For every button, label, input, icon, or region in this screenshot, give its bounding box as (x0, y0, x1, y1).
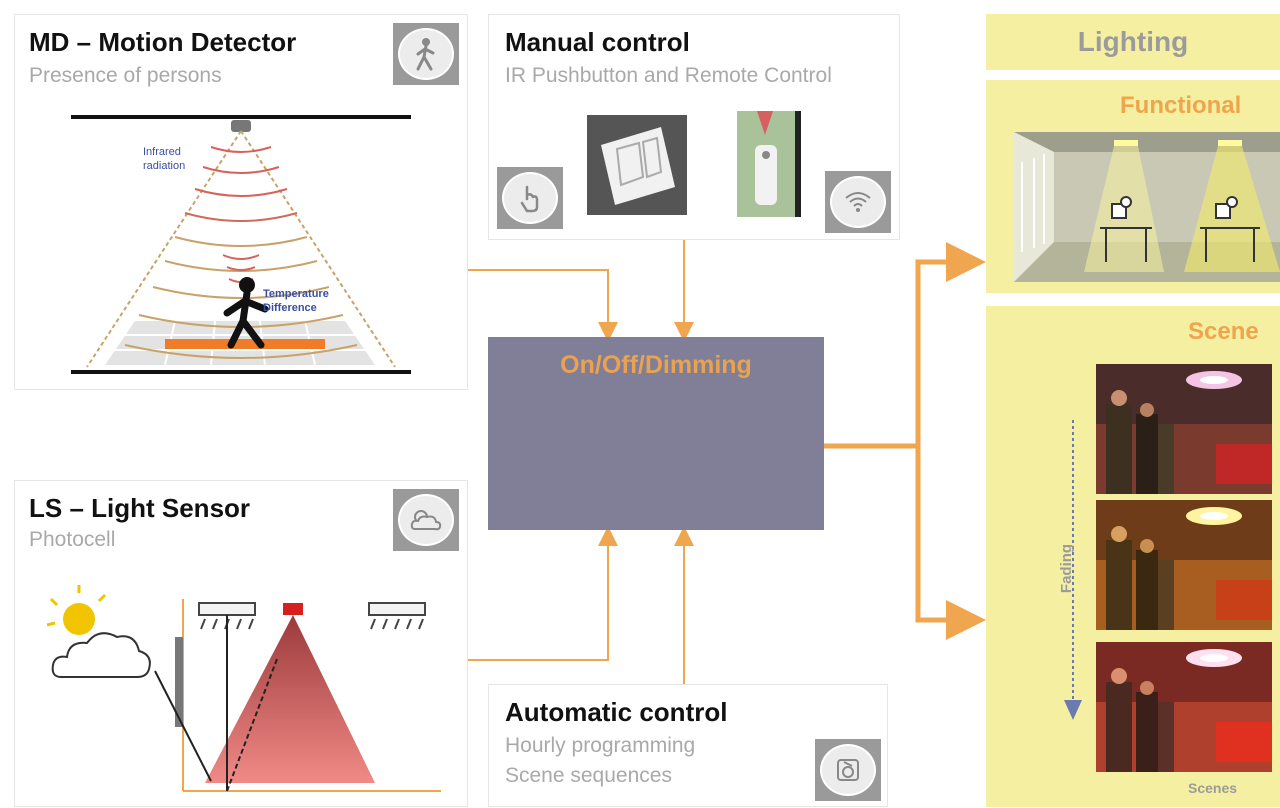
manual-control-subtitle: IR Pushbutton and Remote Control (505, 64, 832, 87)
functional-label: Functional (1120, 92, 1242, 119)
light-sensor-panel: LS – Light Sensor Photocell (14, 480, 468, 807)
arrow-md-to-central (468, 269, 618, 342)
automatic-control-line2: Scene sequences (505, 764, 672, 787)
arrow-to-functional (915, 242, 986, 446)
functional-office-image (1014, 132, 1280, 282)
walking-person-icon (398, 28, 454, 80)
light-sensor-icon-box (393, 489, 459, 551)
automatic-control-panel: Automatic control Hourly programming Sce… (488, 684, 888, 807)
sun-cloud-icon (46, 585, 151, 678)
motion-detector-panel: MD – Motion Detector Presence of persons (14, 14, 468, 390)
luminaire-icons (198, 602, 426, 630)
temperature-difference-label: Temperature Difference (263, 288, 329, 314)
automatic-control-line1: Hourly programming (505, 734, 696, 757)
wall-switch-image (587, 115, 687, 215)
pushbutton-icon-box (497, 167, 563, 229)
scene-photo-3 (1096, 642, 1272, 772)
automatic-control-icon-box (815, 739, 881, 801)
hand-pointer-icon (502, 172, 558, 224)
person-icon (223, 277, 269, 349)
automatic-control-title: Automatic control (505, 697, 728, 727)
wireless-signal-icon (830, 176, 886, 228)
cloud-sun-icon (398, 494, 454, 546)
motion-detector-title: MD – Motion Detector (29, 27, 297, 57)
lighting-title: Lighting (986, 14, 1280, 70)
scene-label: Scene (1188, 318, 1259, 345)
motion-detector-subtitle: Presence of persons (29, 64, 222, 87)
motion-detector-illustration (71, 115, 411, 374)
functional-lighting-panel: Functional (986, 80, 1280, 293)
ir-signal-icon-box (825, 171, 891, 233)
light-sensor-title: LS – Light Sensor (29, 493, 251, 523)
clock-programming-icon (820, 744, 876, 796)
light-sensor-illustration (46, 585, 441, 792)
arrow-ls-to-central (468, 526, 618, 661)
scene-photo-1 (1096, 364, 1272, 494)
remote-control-image (737, 111, 801, 217)
on-off-dimming-label: On/Off/Dimming (560, 351, 752, 379)
office-worker-figures (1100, 196, 1260, 262)
motion-detector-icon-box (393, 23, 459, 85)
manual-control-panel: Manual control IR Pushbutton and Remote … (488, 14, 900, 240)
infrared-label: Infrared radiation (143, 146, 186, 172)
fading-label: Fading (1058, 543, 1076, 594)
scenes-label: Scenes (1188, 780, 1238, 796)
light-sensor-subtitle: Photocell (29, 528, 116, 551)
manual-control-title: Manual control (505, 27, 690, 57)
on-off-dimming-box: On/Off/Dimming (488, 337, 824, 530)
scene-photo-2 (1096, 500, 1272, 630)
arrow-to-scene (915, 446, 986, 640)
